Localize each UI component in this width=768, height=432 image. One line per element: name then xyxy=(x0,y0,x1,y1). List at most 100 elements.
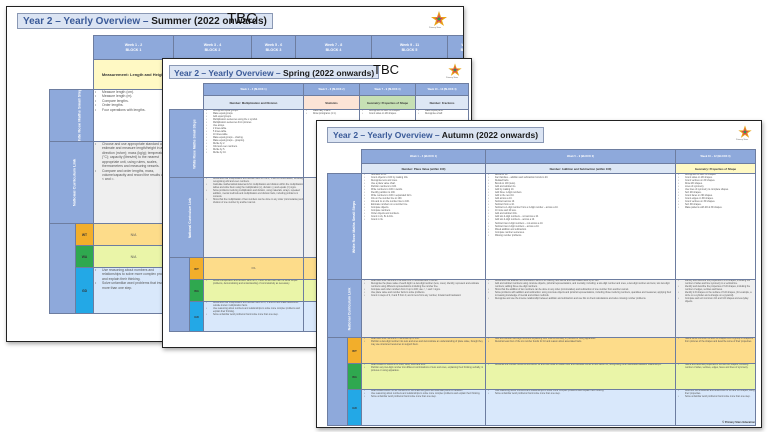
bullet-item: Recognise equal groups. xyxy=(205,111,303,114)
bullet-item: Identify 2-D shapes on the surface of 3-… xyxy=(677,292,755,298)
small-steps-label: White Rose Maths Small Steps xyxy=(169,109,204,178)
bullet-item: Recognise the place value of each digit … xyxy=(363,283,485,289)
autumn-overview-table: Week 1 – 4 (BLOCK 1) Week 5 – 9 (BLOCK 2… xyxy=(327,149,756,426)
bullet-item: Fact families – addition and subtraction… xyxy=(487,177,675,180)
bullet-item: Partition a two-digit number into tens a… xyxy=(363,341,485,347)
bullet-item: Missing number problems. xyxy=(487,235,675,238)
bullet-item: Read and write numbers in numerals up to… xyxy=(363,339,485,342)
bullet-item: Add three 1-digit numbers. xyxy=(487,192,675,195)
bullet-item: Order lengths. xyxy=(95,103,173,108)
topic-cell: Measurement: Length and Height xyxy=(93,59,174,90)
bullet-item: Count in 3s. xyxy=(363,219,485,222)
autumn-title: Year 2 – Yearly Overview – Autumn (2022 … xyxy=(327,127,545,143)
bullet-item: 10 times-table. xyxy=(205,134,303,137)
bullet-item: Lines of symmetry. xyxy=(677,186,755,189)
bullet-item: Solve unfamiliar word problems that invo… xyxy=(205,314,303,317)
primary-stars-logo: Primary Stars xyxy=(735,125,757,145)
bullet-item: Name some common 2D and 3D shapes from a… xyxy=(677,339,755,345)
bullet-item: Compare and sort common 2-D and 3-D shap… xyxy=(677,298,755,304)
bullet-item: Recognise 2D and 3D shapes. xyxy=(677,175,755,178)
bullet-item: Compare lengths. xyxy=(95,99,173,104)
bullet-item: Read scales in divisions of ones, twos, … xyxy=(363,365,485,368)
bullet-item: Divide by 10. xyxy=(205,152,303,155)
bullet-item: Calculate mathematical statements for mu… xyxy=(205,184,303,190)
bullet-item: Four operations with lengths. xyxy=(95,108,173,113)
bullet-item: Make equal groups – grouping. xyxy=(205,140,303,143)
bullet-item: Add to the next 10. xyxy=(487,195,675,198)
bullet-item: Make tally charts. xyxy=(305,111,359,114)
bullet-item: Multiplication sentences from pictures. xyxy=(205,122,303,125)
bullet-item: Write numbers to 100 in expanded form. xyxy=(363,195,485,198)
bullet-item: Use lines of symmetry to complete shapes… xyxy=(677,189,755,192)
bullet-item: Show that the multiplication of two numb… xyxy=(205,199,303,205)
bullet-item: Mixed addition and subtraction. xyxy=(487,229,675,232)
bullet-item: Describe the similarities and difference… xyxy=(677,391,755,397)
week-header: Week 5 – 9 (BLOCK 2) xyxy=(485,149,676,164)
bullet-item: Count in steps of 2, 3 and 5 from 0, and… xyxy=(363,295,485,298)
bullet-item: Divide by 2. xyxy=(205,143,303,146)
bullet-item: Use reasoning about numbers and relation… xyxy=(487,391,675,394)
bullet-item: Partition any two-digit number into diff… xyxy=(363,367,485,373)
bullet-item: Add and subtract 10s. xyxy=(487,213,675,216)
week-header: Week 12BLOCK 6 xyxy=(447,35,463,60)
bullet-item: Flexibly partition to 100. xyxy=(363,192,485,195)
bullet-item: Use reasoning about numbers and relation… xyxy=(363,393,485,396)
week-header: Week 10 – 12 (BLOCK 4) xyxy=(415,83,469,96)
bullet-item: Subtract a 1-digit number from a 2-digit… xyxy=(487,207,675,210)
topic-cell: Number: Place Value (within 100) xyxy=(361,163,486,174)
bullet-item: Add two 2-digit numbers – not across a 1… xyxy=(487,216,675,219)
topic-cell: Number: Addition and Subtraction (within… xyxy=(485,163,676,174)
star-logo-icon xyxy=(448,63,462,76)
topic-cell: Geometry: Properties of Shape xyxy=(359,95,416,110)
bullet-item: Draw 2D shapes. xyxy=(677,183,755,186)
week-header: Week 10 – 12 (BLOCK 3) xyxy=(675,149,756,164)
week-header: Week 7 – 9 (BLOCK 3) xyxy=(359,83,416,96)
bullet-item: Add across a 10. xyxy=(487,198,675,201)
spring-title: Year 2 – Yearly Overview – Spring (2022 … xyxy=(169,65,380,79)
topic-cell: Number: Multiplication and Division xyxy=(203,95,304,110)
bullet-item: Use reasoning about numbers and relation… xyxy=(205,308,303,314)
copyright-notice: © Primary Stars Education xyxy=(722,421,755,424)
bullet-item: Recognise tens and ones. xyxy=(363,180,485,183)
week-header: Week 1 – 4 (BLOCK 1) xyxy=(203,83,304,96)
star-logo-icon xyxy=(431,11,447,26)
bullet-item: Make equal parts. xyxy=(417,111,468,114)
bullet-item: Recall and use multiplication and divisi… xyxy=(205,179,303,185)
bullet-item: Add by making 10. xyxy=(487,189,675,192)
bullet-item: Solve unfamiliar word problems that invo… xyxy=(487,393,675,396)
bullet-item: Show that the addition of two numbers ca… xyxy=(487,289,675,292)
week-header: Week 1 – 4 (BLOCK 1) xyxy=(361,149,486,164)
bullet-item: Recall and use multiplication and divisi… xyxy=(205,303,303,309)
bullet-item: Identify and describe the properties of … xyxy=(677,281,755,287)
bullet-item: Name and describe properties of 2D and 3… xyxy=(677,365,755,371)
bullet-item: Solve unfamiliar word problems that invo… xyxy=(677,396,755,399)
bullet-item: Compare and order lengths, mass, volume/… xyxy=(95,169,173,182)
bullet-item: Bonds to 100 (tens). xyxy=(487,183,675,186)
bullet-item: Count vertices on 2D shapes. xyxy=(677,180,755,183)
bullet-item: 10s and 1s on the number line to 100. xyxy=(363,201,485,204)
bullet-item: Add and subtract two-digit numbers expla… xyxy=(487,339,675,342)
topic-cell: Number: Fractions xyxy=(415,95,469,110)
bullet-item: Count vertices on 3D shapes. xyxy=(677,201,755,204)
bullet-item: Odd and even numbers. xyxy=(205,146,303,149)
steps-cell: Measure length (cm).Measure length (m).C… xyxy=(93,89,174,142)
bullet-item: Sort 3D shapes. xyxy=(677,204,755,207)
bullet-item: Add and subtract numbers using concrete … xyxy=(487,283,675,289)
bullet-item: 5 times-table. xyxy=(205,131,303,134)
bullet-item: Use reasoning about numbers and relation… xyxy=(95,269,173,282)
bullet-item: Use place value and number facts to solv… xyxy=(363,292,485,295)
bullet-item: Compare numbers. xyxy=(363,210,485,213)
bullet-item: Recognise and use the inverse relationsh… xyxy=(487,298,675,301)
taf-label: TAF Statements 2018 – 2019 xyxy=(327,337,348,426)
bullet-item: Identify and describe the properties of … xyxy=(677,286,755,292)
bullet-item: Recall at least four of the six number b… xyxy=(487,341,675,344)
bullet-item: Bonds to 10. xyxy=(487,175,675,178)
topic-cell: Statistics xyxy=(303,95,360,110)
bullet-item: Count sides on 2D shapes. xyxy=(361,113,415,116)
bullet-item: Order objects and numbers. xyxy=(363,213,485,216)
bullet-item: Draw pictograms (1:1). xyxy=(305,113,359,116)
bullet-item: Choose and use appropriate standard unit… xyxy=(95,143,173,169)
